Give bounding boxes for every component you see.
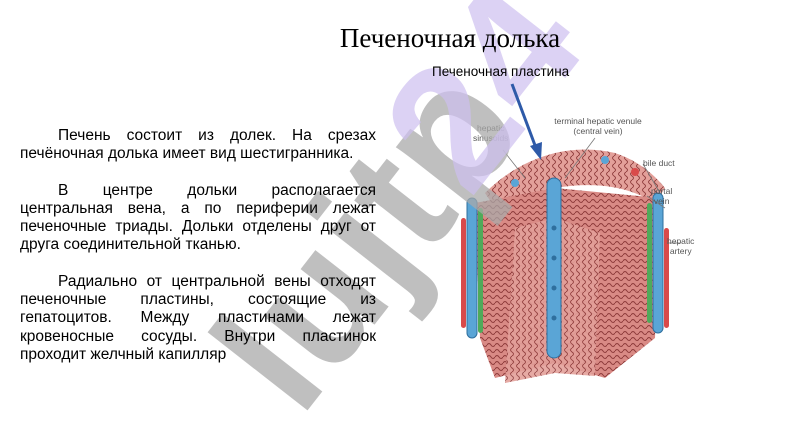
- central-vein: [546, 177, 562, 359]
- front-wedge: [505, 218, 555, 383]
- right-bile-duct: [647, 203, 652, 323]
- front-wedge-right: [555, 218, 600, 376]
- left-hepatic-artery: [461, 218, 466, 328]
- body-text: Печень состоит из долек. На срезах печён…: [20, 127, 376, 364]
- right-portal-vein: [652, 192, 664, 334]
- right-hepatic-artery: [664, 228, 669, 328]
- paragraph-1: Печень состоит из долек. На срезах печён…: [20, 127, 376, 163]
- left-bile-duct: [478, 208, 483, 333]
- terminal-hepatic-venule-label: terminal hepatic venule(central vein): [554, 116, 642, 136]
- liver-lobule-illustration: [461, 137, 680, 383]
- paragraph-3: Радиально от центральной вены отходят пе…: [20, 272, 376, 363]
- liver-plate-callout: Печеночная пластина: [432, 64, 570, 79]
- paragraph-2: В центре дольки располагается центральна…: [20, 181, 376, 254]
- left-portal-vein: [466, 197, 478, 339]
- bile-duct-label: bile duct: [643, 158, 675, 168]
- slide-title: Печеночная долька: [339, 23, 561, 53]
